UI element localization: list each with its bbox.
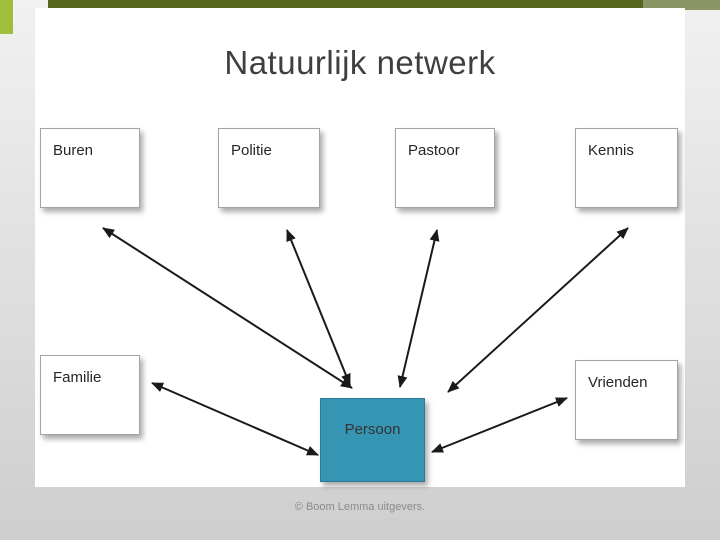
edge-persoon-politie <box>286 229 351 386</box>
accent-bar-right-segment <box>643 0 720 10</box>
accent-square <box>0 0 13 34</box>
node-persoon: Persoon <box>320 398 425 482</box>
edge-persoon-familie <box>151 382 319 456</box>
edge-persoon-pastoor <box>397 229 440 388</box>
node-politie: Politie <box>218 128 320 208</box>
edge-persoon-kennis <box>447 227 629 393</box>
edge-persoon-buren <box>102 227 353 389</box>
node-politie-label: Politie <box>231 142 272 159</box>
node-familie: Familie <box>40 355 140 435</box>
node-vrienden: Vrienden <box>575 360 678 440</box>
node-persoon-label: Persoon <box>344 421 401 438</box>
node-vrienden-label: Vrienden <box>588 374 648 391</box>
edge-persoon-vrienden <box>431 397 568 453</box>
node-buren-label: Buren <box>53 142 94 159</box>
node-pastoor: Pastoor <box>395 128 495 208</box>
slide-title: Natuurlijk netwerk <box>224 44 496 81</box>
accent-bar <box>48 0 720 10</box>
node-pastoor-label: Pastoor <box>408 142 460 159</box>
network-arrows <box>102 227 629 456</box>
node-familie-label: Familie <box>53 369 102 386</box>
footer-credit: © Boom Lemma uitgevers. <box>294 501 426 513</box>
node-kennis-label: Kennis <box>588 142 634 159</box>
node-buren: Buren <box>40 128 140 208</box>
node-kennis: Kennis <box>575 128 678 208</box>
slide: Natuurlijk netwerk Buren Politie <box>35 8 685 487</box>
